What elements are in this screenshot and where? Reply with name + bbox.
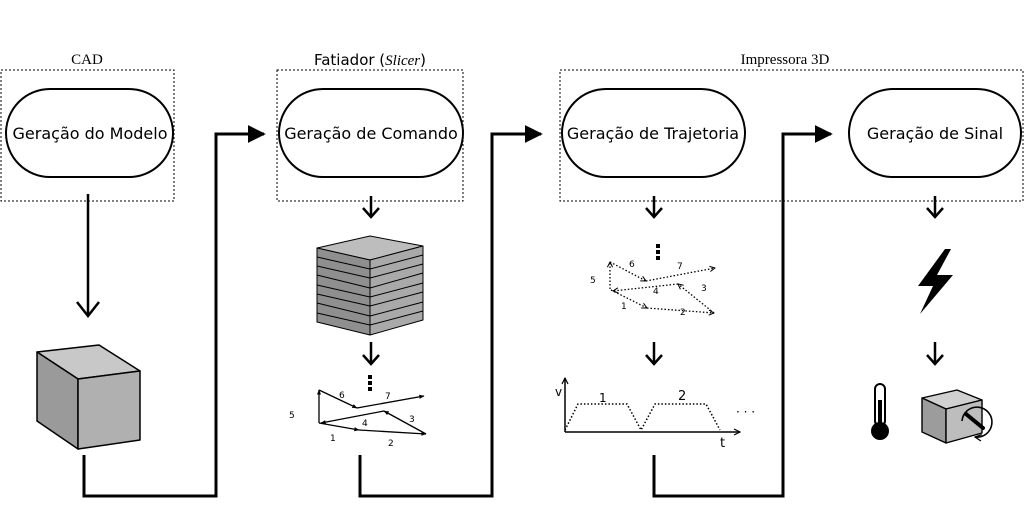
toolpath-solid-labels: 1 2 3 4 5 6 7 xyxy=(289,391,415,449)
stage-model-label: Geração do Modelo xyxy=(13,124,168,143)
group-label-cad: CAD xyxy=(71,52,103,68)
cube-icon xyxy=(36,344,141,450)
lightning-icon xyxy=(918,249,953,314)
group-label-printer: Impressora 3D xyxy=(741,52,830,68)
connector-arrow-command-to-trajectory xyxy=(358,125,543,498)
motor-rotation-icon xyxy=(921,389,993,444)
connector-arrow-model-to-command xyxy=(82,125,266,498)
svg-text:1: 1 xyxy=(621,302,627,312)
velocity-plot: v t 1 2 · · · xyxy=(555,378,755,451)
stage-command-box xyxy=(278,88,464,178)
stage-signal-label: Geração de Sinal xyxy=(867,124,1003,143)
stage-model-box xyxy=(5,88,174,178)
thermometer-icon xyxy=(871,383,889,440)
velocity-plot-v-label: v xyxy=(555,385,562,399)
group-label-slicer: Fatiador (Slicer) xyxy=(314,51,426,69)
svg-text:7: 7 xyxy=(385,392,391,402)
toolpath-dotted-labels: 1 2 3 4 5 6 7 xyxy=(590,260,707,318)
svg-text:5: 5 xyxy=(289,411,295,421)
svg-text:2: 2 xyxy=(388,439,394,449)
velocity-plot-t-label: t xyxy=(720,436,725,451)
stage-signal-box xyxy=(848,88,1022,178)
stage-trajectory-label: Geração de Trajetoria xyxy=(567,124,739,143)
svg-text:6: 6 xyxy=(629,260,635,270)
velocity-profile-line xyxy=(564,403,721,432)
stage-trajectory-box xyxy=(561,88,746,178)
velocity-plot-seg2-label: 2 xyxy=(678,389,686,404)
stage-command-label: Geração de Comando xyxy=(284,124,458,143)
svg-text:4: 4 xyxy=(653,287,659,297)
toolpath-dotted xyxy=(610,262,715,313)
velocity-plot-seg1-label: 1 xyxy=(599,391,607,405)
svg-text:3: 3 xyxy=(409,415,415,425)
velocity-plot-ellipsis: · · · xyxy=(736,405,755,419)
down-arrow-model-head xyxy=(76,301,100,319)
vertical-ellipsis-icon xyxy=(368,244,660,391)
svg-text:6: 6 xyxy=(339,391,345,401)
svg-text:5: 5 xyxy=(590,276,596,286)
svg-text:2: 2 xyxy=(680,308,686,318)
connector-arrow-trajectory-to-signal xyxy=(652,125,833,498)
layered-slab-icon xyxy=(316,235,424,336)
down-arrows-small xyxy=(362,196,944,366)
svg-text:3: 3 xyxy=(701,284,707,294)
toolpath-solid xyxy=(316,389,427,436)
svg-text:7: 7 xyxy=(677,262,683,272)
printer-group-box xyxy=(559,69,1024,202)
svg-text:4: 4 xyxy=(362,419,368,429)
svg-text:1: 1 xyxy=(330,434,336,444)
